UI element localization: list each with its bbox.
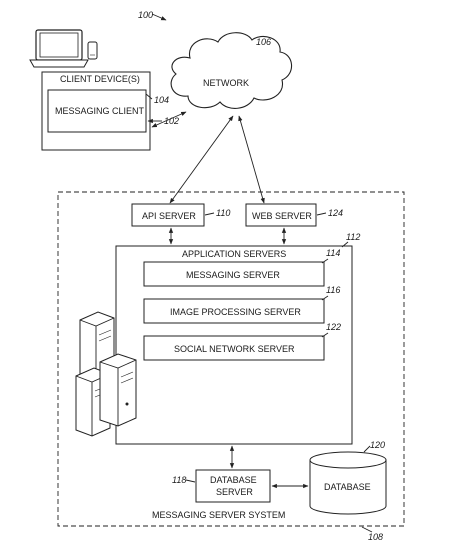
- ref-122-leader: [321, 332, 329, 338]
- messaging-server-system-label: MESSAGING SERVER SYSTEM: [152, 510, 285, 520]
- ref-114-leader: [321, 258, 329, 264]
- web-server-box: [245, 203, 317, 227]
- ref-118: 118: [172, 475, 186, 485]
- laptop-icon: [29, 29, 89, 68]
- figure-ref-arrow: [151, 13, 167, 21]
- network-web-connector: [238, 115, 265, 204]
- social-network-server-box: [143, 335, 325, 361]
- messaging-server-label: MESSAGING SERVER: [186, 270, 280, 280]
- ref-112-leader: [341, 241, 349, 248]
- ref-116: 116: [326, 285, 340, 295]
- ref-120-leader: [363, 445, 371, 453]
- ref-112: 112: [346, 232, 360, 242]
- client-network-connector: [151, 111, 187, 128]
- application-servers-label: APPLICATION SERVERS: [182, 249, 286, 259]
- network-label: NETWORK: [203, 78, 249, 88]
- api-server-label: API SERVER: [142, 211, 196, 221]
- ref-110: 110: [216, 208, 230, 218]
- messaging-client-label: MESSAGING CLIENT: [55, 106, 145, 116]
- ref-118-leader: [185, 479, 196, 483]
- database-label: DATABASE: [324, 482, 371, 492]
- phone-icon: [87, 41, 98, 60]
- database-server-label-line1: DATABASE: [210, 475, 257, 485]
- social-network-server-label: SOCIAL NETWORK SERVER: [174, 344, 295, 354]
- ref-108: 108: [368, 532, 383, 542]
- database-server-label-line2: SERVER: [216, 487, 253, 497]
- client-devices-label: CLIENT DEVICE(S): [60, 74, 140, 84]
- network-api-connector: [169, 115, 234, 204]
- web-server-label: WEB SERVER: [252, 211, 312, 221]
- ref-106: 106: [256, 37, 271, 47]
- ref-122: 122: [326, 322, 341, 332]
- ref-104: 104: [154, 95, 169, 105]
- ref-116-leader: [321, 295, 329, 301]
- network-cloud: [170, 32, 293, 109]
- ref-114: 114: [326, 248, 340, 258]
- ref-124: 124: [328, 208, 343, 218]
- ref-104-leader: [145, 93, 153, 100]
- messaging-client-box: [47, 89, 147, 133]
- database-server-box: [195, 469, 271, 503]
- image-processing-server-box: [143, 298, 325, 324]
- messaging-server-box: [143, 261, 325, 287]
- ref-124-leader: [316, 212, 327, 216]
- ref-120: 120: [370, 440, 385, 450]
- database-cylinder-icon: [309, 451, 387, 515]
- ref-110-leader: [204, 212, 215, 216]
- image-processing-server-label: IMAGE PROCESSING SERVER: [170, 307, 301, 317]
- figure-ref-100: 100: [138, 10, 153, 20]
- server-tower-icon: [99, 353, 137, 427]
- api-server-box: [131, 203, 205, 227]
- ref-108-leader: [361, 526, 373, 533]
- messaging-server-system-boundary: [57, 191, 405, 527]
